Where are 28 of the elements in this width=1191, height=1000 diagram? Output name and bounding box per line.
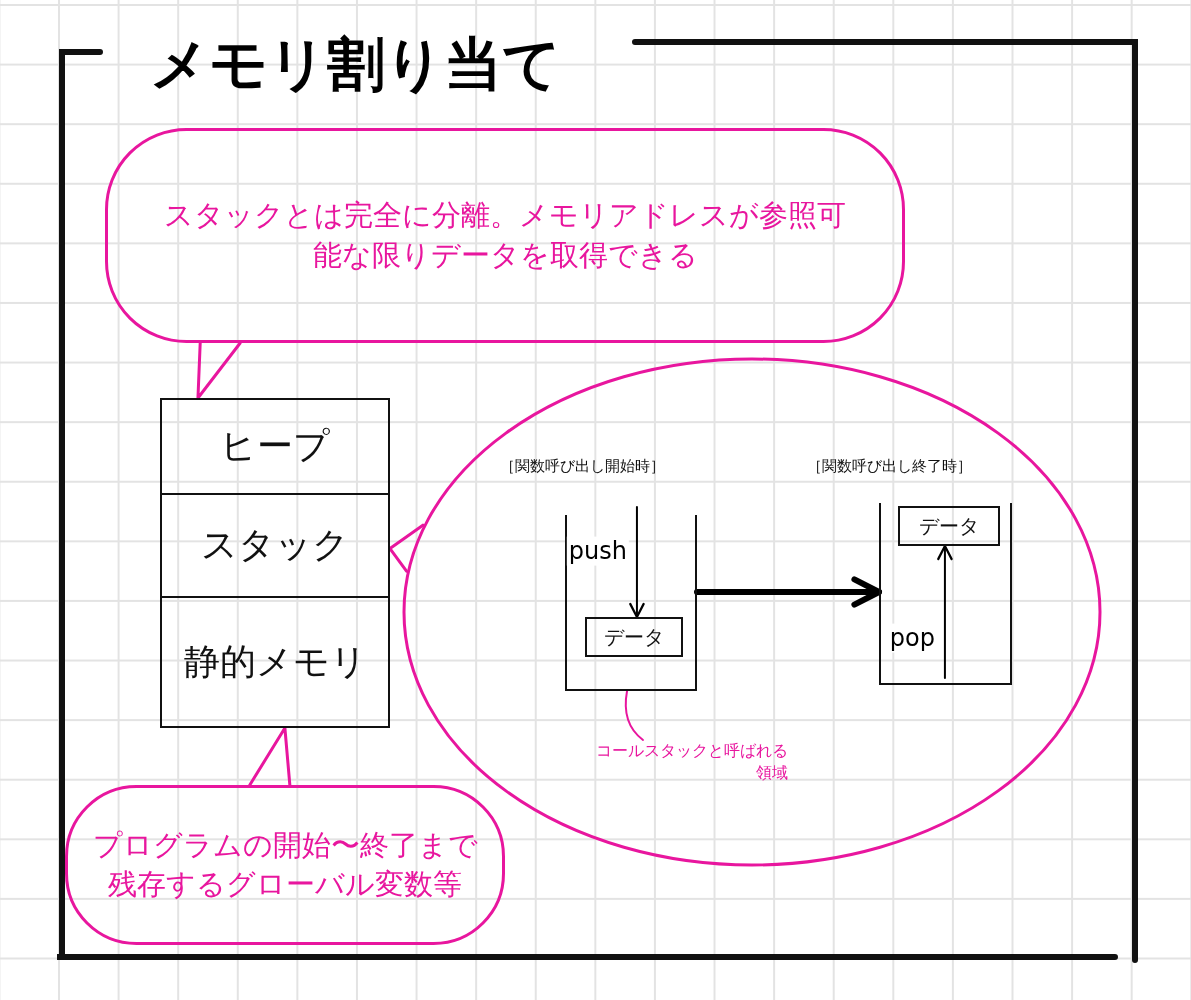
stack-container — [565, 515, 697, 691]
bubble-tail — [248, 726, 292, 787]
speech-bubble — [65, 785, 505, 945]
memory-section — [160, 495, 390, 598]
arrow — [629, 506, 645, 619]
bubble-text: スタックとは完全に分離。メモリアドレスが参照可能な限りデータを取得できる — [163, 197, 847, 274]
diagram-title: メモリ割り当て — [150, 30, 561, 100]
leader-line — [624, 690, 644, 741]
arrow — [694, 576, 882, 608]
data-label: データ — [919, 512, 979, 540]
speech-bubble — [105, 128, 905, 343]
data-block — [585, 617, 683, 657]
data-label: データ — [604, 623, 664, 651]
section-label: スタック — [201, 523, 349, 568]
callout-text: コールスタックと呼ばれる領域 — [588, 740, 788, 792]
stack-caption: ［関数呼び出し終了時］ — [807, 457, 972, 477]
edge-label: push — [566, 536, 629, 566]
memory-section — [160, 598, 390, 728]
section-label: 静的メモリ — [183, 639, 367, 684]
data-block — [898, 506, 1000, 546]
bubble-text: プログラムの開始〜終了まで残存するグローバル変数等 — [92, 826, 478, 903]
arrow — [937, 544, 953, 679]
stack-container — [879, 503, 1012, 685]
section-label: ヒープ — [220, 424, 330, 469]
bubble-tail — [196, 341, 242, 400]
bubble-tail — [388, 523, 425, 573]
memory-section — [160, 398, 390, 495]
stack-caption: ［関数呼び出し開始時］ — [500, 457, 665, 477]
